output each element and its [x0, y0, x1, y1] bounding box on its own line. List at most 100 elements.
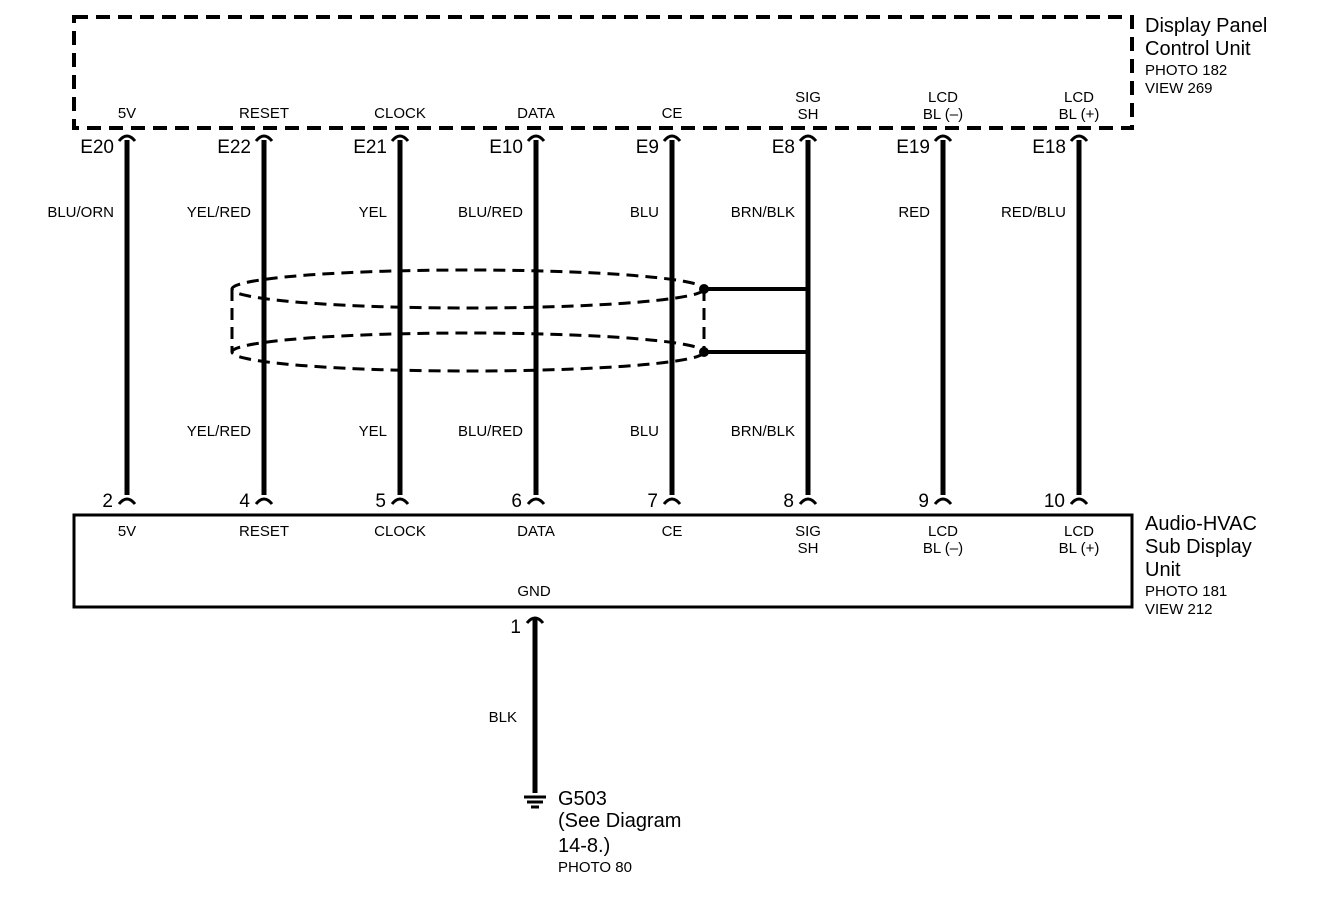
shielded-cable: [230, 268, 709, 373]
wire-color-lower: YEL/RED: [187, 423, 251, 440]
top-unit-view: VIEW 269: [1145, 80, 1213, 97]
ground-id: G503: [558, 788, 607, 810]
bottom-terminal-icon: [798, 497, 818, 505]
bottom-pin-name: SH: [798, 540, 819, 557]
gnd-pin-name: GND: [517, 583, 551, 600]
top-pin-id: E20: [80, 137, 114, 158]
top-pin-name: LCD: [928, 89, 958, 106]
top-pin-name: RESET: [239, 105, 289, 122]
ground-symbol-icon: [524, 795, 546, 809]
shield-upper-ellipse: [230, 268, 706, 310]
bottom-pin-name: SIG: [795, 523, 821, 540]
wire-color-lower: BLU: [630, 423, 659, 440]
bottom-pin-number: 4: [239, 491, 250, 512]
wire-color-upper: RED/BLU: [1001, 204, 1066, 221]
bottom-pin-name: CLOCK: [374, 523, 426, 540]
bottom-pin-name: LCD: [1064, 523, 1094, 540]
top-unit-title-line2: Control Unit: [1145, 38, 1251, 60]
top-pin-name: BL (+): [1059, 106, 1100, 123]
bottom-pin-name: CE: [662, 523, 683, 540]
top-terminal-icon: [117, 134, 137, 142]
top-pin-id: E9: [636, 137, 659, 158]
circuit-5v: E20 2 5V 5V BLU/ORN: [47, 105, 136, 540]
bottom-terminal-icon: [117, 497, 137, 505]
bottom-unit-title-line3: Unit: [1145, 559, 1181, 581]
top-terminal-icon: [526, 134, 546, 142]
shield-drain-wire-lower: [704, 350, 810, 495]
top-pin-name: SIG: [795, 89, 821, 106]
ground-photo: PHOTO 80: [558, 859, 632, 876]
bottom-terminal-icon: [662, 497, 682, 505]
bottom-unit-title-line2: Sub Display: [1145, 536, 1252, 558]
display-panel-control-unit-box: [72, 15, 1134, 130]
top-unit-title-line1: Display Panel: [1145, 15, 1267, 37]
wire-color-upper: BLU: [630, 204, 659, 221]
wire-color-upper: YEL/RED: [187, 204, 251, 221]
ground-circuit: 1 BLK G503 (See Diagram 14-8.) PHOTO 80: [489, 616, 681, 876]
bottom-pin-number: 5: [375, 491, 386, 512]
bottom-unit-title-line1: Audio-HVAC: [1145, 513, 1257, 535]
bottom-pin-number: 10: [1044, 491, 1065, 512]
top-pin-name: LCD: [1064, 89, 1094, 106]
top-unit-photo: PHOTO 182: [1145, 62, 1227, 79]
top-pin-id: E18: [1032, 137, 1066, 158]
wire-color-lower: BLU/RED: [458, 423, 523, 440]
shield-lower-ellipse: [230, 331, 706, 373]
bottom-pin-number: 2: [102, 491, 113, 512]
bottom-pin-name: RESET: [239, 523, 289, 540]
bottom-pin-name: BL (–): [923, 540, 963, 557]
bottom-terminal-icon: [933, 497, 953, 505]
top-terminal-icon: [390, 134, 410, 142]
wire-color-upper: BLU/RED: [458, 204, 523, 221]
bottom-pin-number: 8: [783, 491, 794, 512]
bottom-pin-number: 7: [647, 491, 658, 512]
bottom-terminal-icon: [1069, 497, 1089, 505]
wire-color-upper: BLU/ORN: [47, 204, 114, 221]
wire-color-upper: YEL: [359, 204, 387, 221]
top-pin-id: E19: [896, 137, 930, 158]
circuits-layer: E2025V5VBLU/ORNE224RESETRESETYEL/REDYEL/…: [47, 89, 1099, 557]
top-pin-name: DATA: [517, 105, 555, 122]
bottom-pin-name: 5V: [118, 523, 136, 540]
shield-drain-wire-upper: [704, 140, 810, 291]
top-pin-name: 5V: [118, 105, 136, 122]
bottom-pin-name: DATA: [517, 523, 555, 540]
ground-pin-terminal-icon: [525, 616, 545, 624]
ground-ref-line1: (See Diagram: [558, 810, 681, 832]
top-pin-id: E21: [353, 137, 387, 158]
top-terminal-icon: [933, 134, 953, 142]
bottom-pin-name: LCD: [928, 523, 958, 540]
wire-color-lower: YEL: [359, 423, 387, 440]
bottom-unit-photo: PHOTO 181: [1145, 583, 1227, 600]
ground-ref-line2: 14-8.): [558, 835, 610, 857]
top-terminal-icon: [798, 134, 818, 142]
bottom-pin-number: 6: [511, 491, 522, 512]
wire-color-upper: RED: [898, 204, 930, 221]
wire-color-upper: BRN/BLK: [731, 204, 795, 221]
top-terminal-icon: [662, 134, 682, 142]
ground-pin-number: 1: [510, 617, 521, 638]
bottom-pin-name: BL (+): [1059, 540, 1100, 557]
bottom-terminal-icon: [526, 497, 546, 505]
top-pin-id: E22: [217, 137, 251, 158]
top-pin-id: E8: [772, 137, 795, 158]
top-pin-name: SH: [798, 106, 819, 123]
top-pin-name: BL (–): [923, 106, 963, 123]
top-pin-id: E10: [489, 137, 523, 158]
bottom-terminal-icon: [254, 497, 274, 505]
bottom-terminal-icon: [390, 497, 410, 505]
top-pin-name: CLOCK: [374, 105, 426, 122]
bottom-pin-number: 9: [918, 491, 929, 512]
top-pin-name: CE: [662, 105, 683, 122]
ground-wire-color: BLK: [489, 709, 517, 726]
bottom-unit-view: VIEW 212: [1145, 601, 1213, 618]
top-terminal-icon: [254, 134, 274, 142]
audio-hvac-sub-display-unit-box: [72, 513, 1134, 609]
